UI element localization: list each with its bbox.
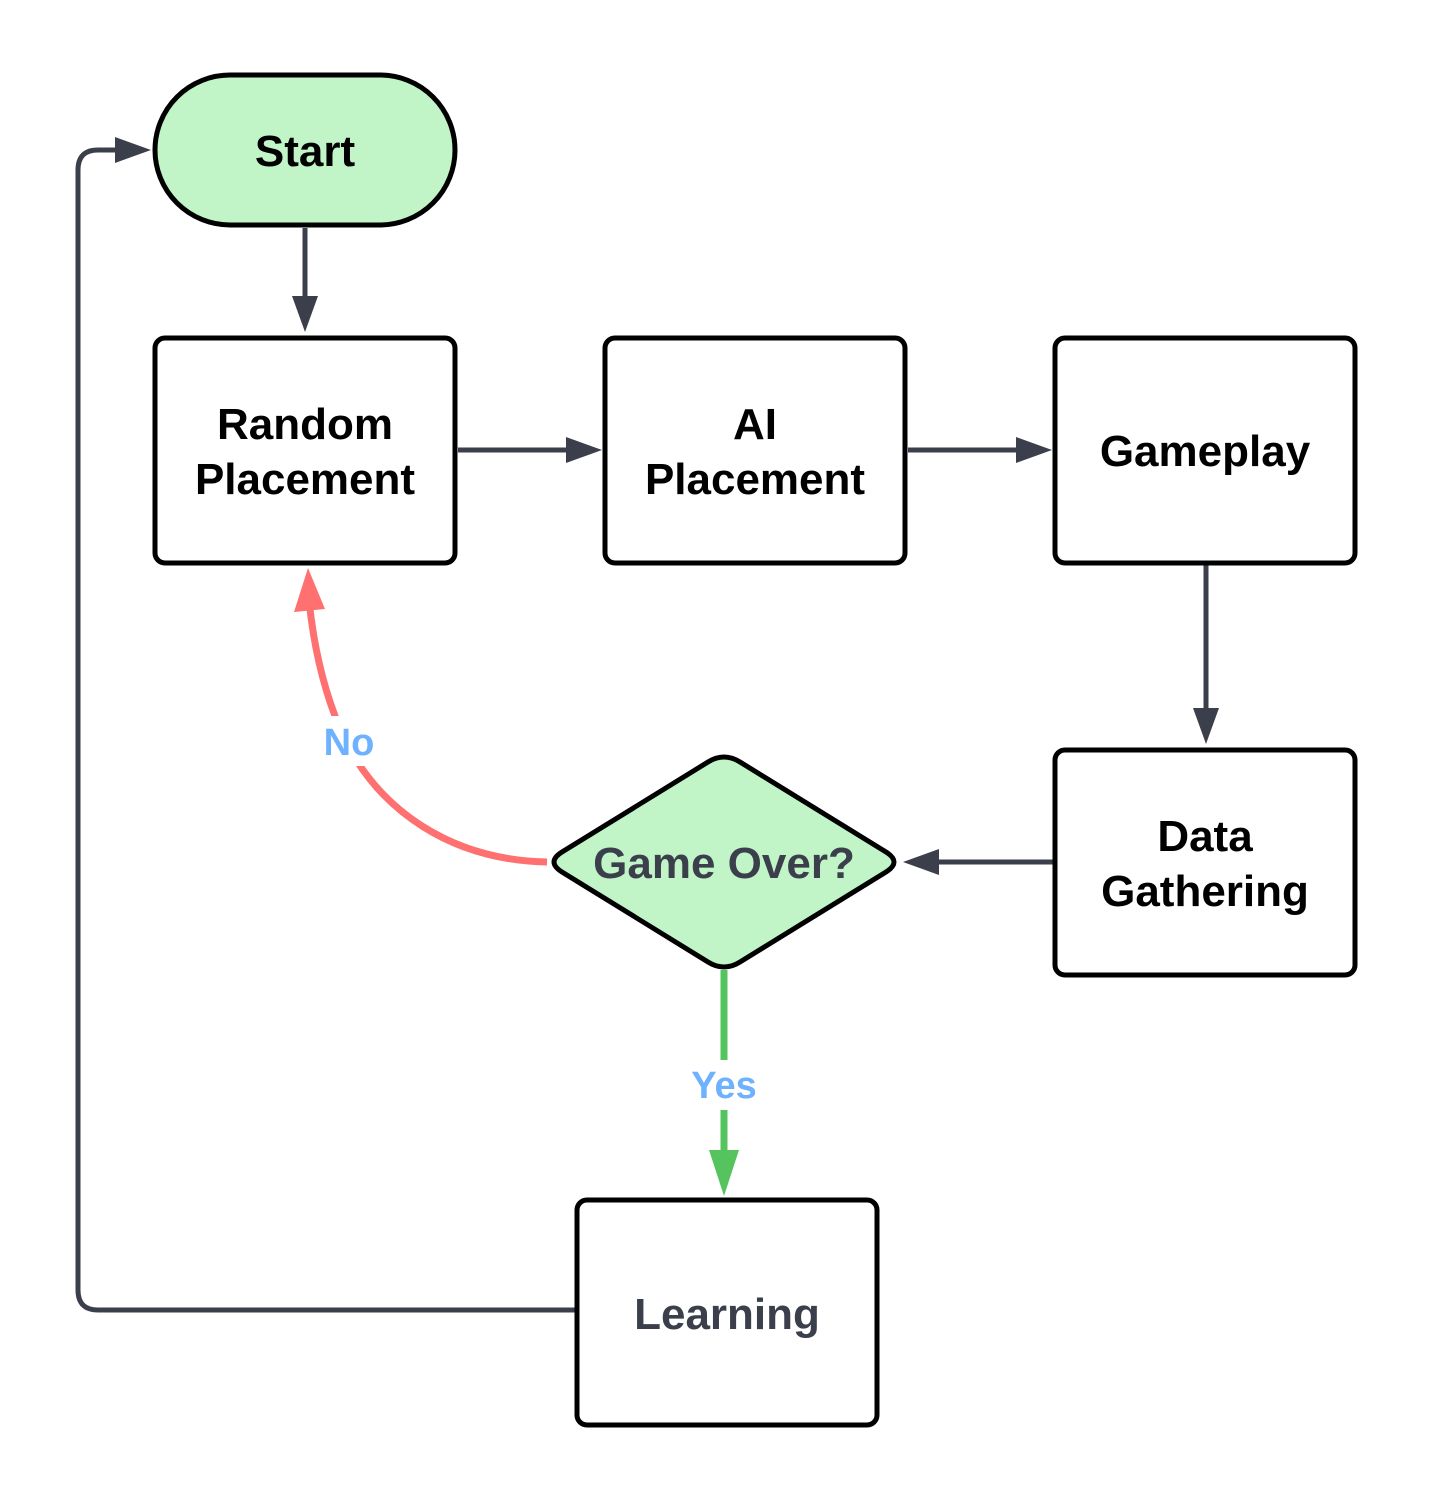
node-ai-placement-label-line2: Placement: [645, 455, 865, 504]
node-game-over-decision[interactable]: Game Over?: [551, 754, 897, 970]
node-data-gathering[interactable]: Data Gathering: [1052, 747, 1358, 978]
arrowhead-icon: [115, 137, 151, 163]
edge-label-no: No: [324, 722, 375, 764]
edge-random-to-ai: [458, 437, 602, 463]
node-random-placement[interactable]: Random Placement: [152, 335, 458, 566]
node-learning-label: Learning: [634, 1290, 820, 1339]
node-ai-placement[interactable]: AI Placement: [602, 335, 908, 566]
node-gameplay-label: Gameplay: [1100, 427, 1311, 476]
node-random-placement-label-line2: Placement: [195, 455, 415, 504]
edge-learning-to-start: [75, 137, 575, 1313]
arrowhead-icon: [1193, 708, 1219, 744]
node-data-gathering-label-line2: Gathering: [1101, 867, 1309, 916]
edge-gameover-to-learning-yes: Yes: [680, 970, 768, 1196]
arrowhead-icon: [903, 849, 939, 875]
edge-gameover-to-random-no: No: [294, 568, 548, 866]
arrowhead-icon: [292, 296, 318, 332]
node-start-label: Start: [255, 127, 356, 176]
edges: No Yes: [75, 137, 1219, 1313]
node-ai-placement-label-line1: AI: [733, 400, 777, 449]
node-game-over-label: Game Over?: [593, 839, 855, 888]
arrowhead-icon: [566, 437, 602, 463]
edge-data-to-gameover: [903, 849, 1054, 875]
edge-gameplay-to-data: [1193, 565, 1219, 744]
node-learning[interactable]: Learning: [574, 1197, 880, 1428]
nodes: Start Random Placement AI Placement Game…: [152, 72, 1358, 1428]
edge-ai-to-gameplay: [908, 437, 1052, 463]
node-random-placement-label-line1: Random: [217, 400, 393, 449]
arrowhead-icon: [709, 1150, 739, 1196]
arrowhead-icon: [294, 568, 325, 612]
node-gameplay[interactable]: Gameplay: [1052, 335, 1358, 566]
arrowhead-icon: [1016, 437, 1052, 463]
node-data-gathering-label-line1: Data: [1157, 812, 1253, 861]
edge-start-to-random: [292, 228, 318, 332]
node-start[interactable]: Start: [152, 72, 458, 228]
edge-label-yes: Yes: [691, 1065, 757, 1107]
